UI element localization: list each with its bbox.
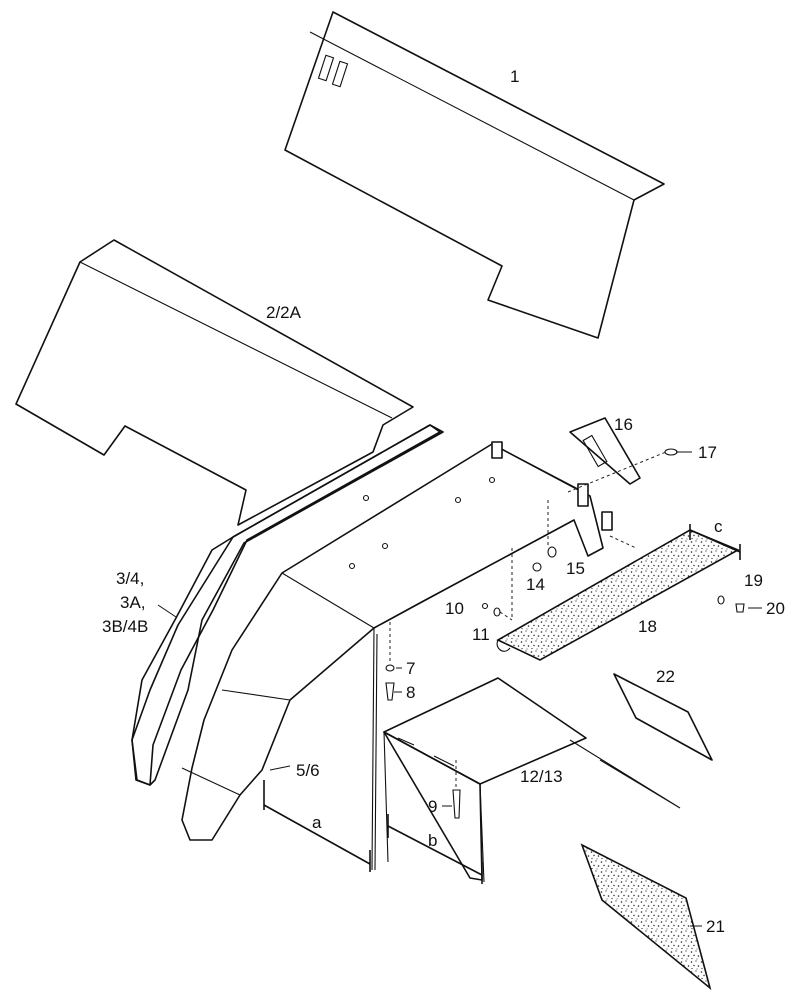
callout-2: 2/2A (266, 303, 302, 322)
dimension-a: a (263, 780, 371, 872)
part-22-plate (613, 673, 713, 761)
part-16-plate (569, 417, 641, 485)
callout-22: 22 (656, 667, 675, 686)
dimension-b-label: b (428, 831, 437, 850)
part-18-wear-strip (496, 529, 740, 661)
callout-3-line3: 3B/4B (102, 617, 148, 636)
callout-12: 12/13 (520, 767, 563, 786)
callout-labels: 1 2/2A 3/4, 3A, 3B/4B 5/6 7 8 9 10 11 12… (102, 67, 785, 936)
part-5-main-housing (181, 441, 613, 871)
callout-8: 8 (406, 683, 415, 702)
leader-lines (157, 451, 762, 927)
part-1-top-panel (284, 11, 665, 339)
callout-1: 1 (510, 67, 519, 86)
dimension-c-label: c (714, 517, 723, 536)
callout-15: 15 (566, 559, 585, 578)
callout-21: 21 (706, 917, 725, 936)
callout-3-line1: 3/4, (116, 569, 144, 588)
callout-3-line2: 3A, (120, 593, 146, 612)
callout-14: 14 (526, 575, 545, 594)
callout-7: 7 (406, 659, 415, 678)
callout-11: 11 (472, 625, 490, 644)
dimension-c: c (689, 517, 741, 560)
callout-10: 10 (445, 599, 464, 618)
callout-18: 18 (638, 617, 657, 636)
assembly-lines (389, 451, 667, 788)
callout-20: 20 (766, 599, 785, 618)
part-2-side-panel (15, 239, 414, 526)
callout-5: 5/6 (296, 761, 320, 780)
part-21-pad (580, 843, 712, 991)
part-3-fender-plate (131, 424, 444, 786)
callout-9: 9 (428, 797, 437, 816)
dimension-b: b (387, 814, 483, 884)
callout-16: 16 (614, 415, 633, 434)
callout-19: 19 (744, 571, 763, 590)
callout-17: 17 (698, 443, 717, 462)
dimension-a-label: a (312, 813, 322, 832)
